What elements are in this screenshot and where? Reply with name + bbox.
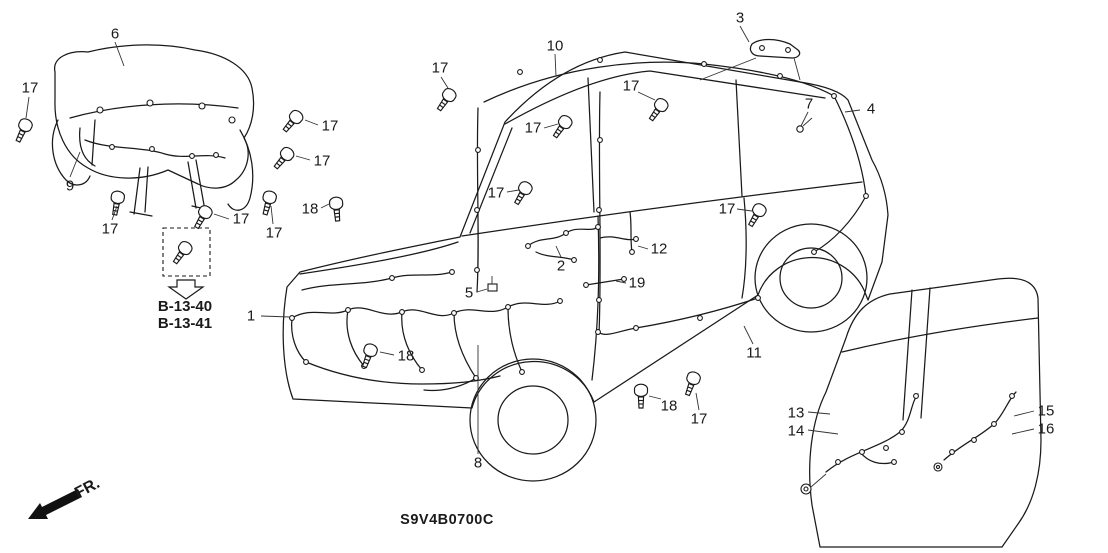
callout-6: 6 <box>110 25 120 43</box>
callout-1: 1 <box>246 307 256 325</box>
callout-3: 3 <box>735 9 745 27</box>
callout-16: 16 <box>1037 420 1055 438</box>
harness-connector-dots <box>289 57 869 381</box>
callout-17-e: 17 <box>232 210 250 228</box>
callout-15: 15 <box>1037 402 1055 420</box>
callout-17-a: 17 <box>21 79 39 97</box>
callout-17-k: 17 <box>718 200 736 218</box>
callout-10: 10 <box>546 37 564 55</box>
callout-17-d: 17 <box>101 220 119 238</box>
bolt-icon <box>433 85 459 114</box>
down-arrow-icon <box>167 279 205 300</box>
callout-18-b: 18 <box>397 347 415 365</box>
bolt-icon <box>11 116 35 145</box>
bolt-icon <box>270 144 297 173</box>
callout-8: 8 <box>473 454 483 472</box>
roof-and-rear-wire-harness <box>483 61 867 335</box>
vehicle-body-outline <box>282 51 889 482</box>
fr-direction-arrow-icon <box>28 489 82 519</box>
callout-14: 14 <box>787 422 805 440</box>
cross-reference-box: B-13-40 B-13-41 <box>158 298 212 333</box>
callout-17-i: 17 <box>622 77 640 95</box>
bolt-icon <box>279 107 306 136</box>
callout-19: 19 <box>628 274 646 292</box>
callout-18-c: 18 <box>660 397 678 415</box>
callout-2: 2 <box>556 257 566 275</box>
callout-9: 9 <box>65 177 75 195</box>
bolt-icon <box>549 112 575 141</box>
bolt-icon <box>107 189 126 217</box>
ref-link-b-13-41: B-13-41 <box>157 315 213 332</box>
bolt-icon <box>169 238 195 267</box>
callout-17-c: 17 <box>313 152 331 170</box>
center-wire-harness <box>476 91 637 335</box>
bolt-icon <box>510 179 535 208</box>
ref-link-b-13-40: B-13-40 <box>157 297 213 315</box>
callout-4: 4 <box>866 100 876 118</box>
callout-17-g: 17 <box>431 59 449 77</box>
callout-17-b: 17 <box>321 117 339 135</box>
callout-13: 13 <box>787 404 805 422</box>
leader-lines <box>25 25 1035 454</box>
bolt-icon <box>633 383 649 409</box>
diagram-code: S9V4B0700C <box>400 512 494 528</box>
detail-callout-box <box>162 227 211 300</box>
callout-18-a: 18 <box>301 200 319 218</box>
bolt-icon <box>190 203 215 232</box>
instrument-panel-frame <box>51 44 255 217</box>
callout-17-l: 17 <box>690 410 708 428</box>
callout-5: 5 <box>464 284 474 302</box>
bolt-icon <box>258 189 279 217</box>
callout-17-h: 17 <box>524 119 542 137</box>
callout-7: 7 <box>804 95 814 113</box>
bolt-icon <box>744 201 769 230</box>
callout-17-f: 17 <box>265 224 283 242</box>
rear-body-panels <box>800 277 1042 548</box>
roof-bracket-part <box>699 38 801 81</box>
callout-11: 11 <box>746 344 762 362</box>
bolt-icon <box>645 95 671 124</box>
bolt-icon <box>328 196 345 223</box>
callout-12: 12 <box>650 240 668 258</box>
callout-17-j: 17 <box>487 184 505 202</box>
bolt-icon <box>680 369 703 398</box>
